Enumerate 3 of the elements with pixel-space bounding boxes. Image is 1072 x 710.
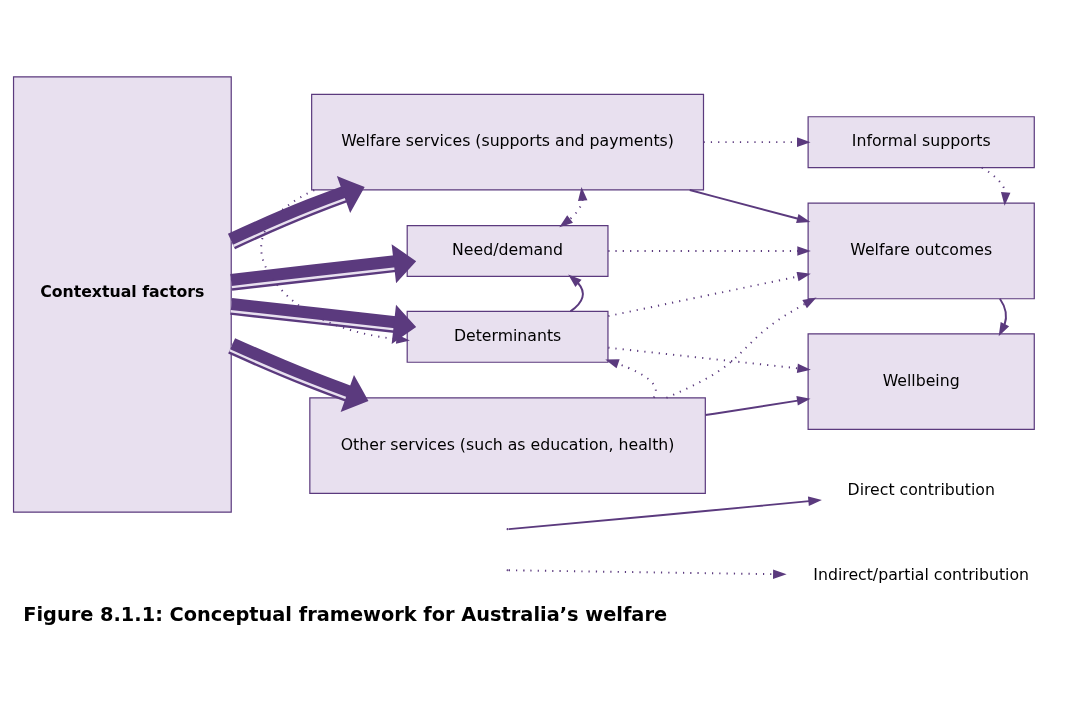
legend-label: Indirect/partial contribution <box>813 565 1030 585</box>
legend-label: Direct contribution <box>847 479 995 499</box>
caption: Figure 8.1.1: Conceptual framework for Australia’s welfare <box>23 602 668 626</box>
